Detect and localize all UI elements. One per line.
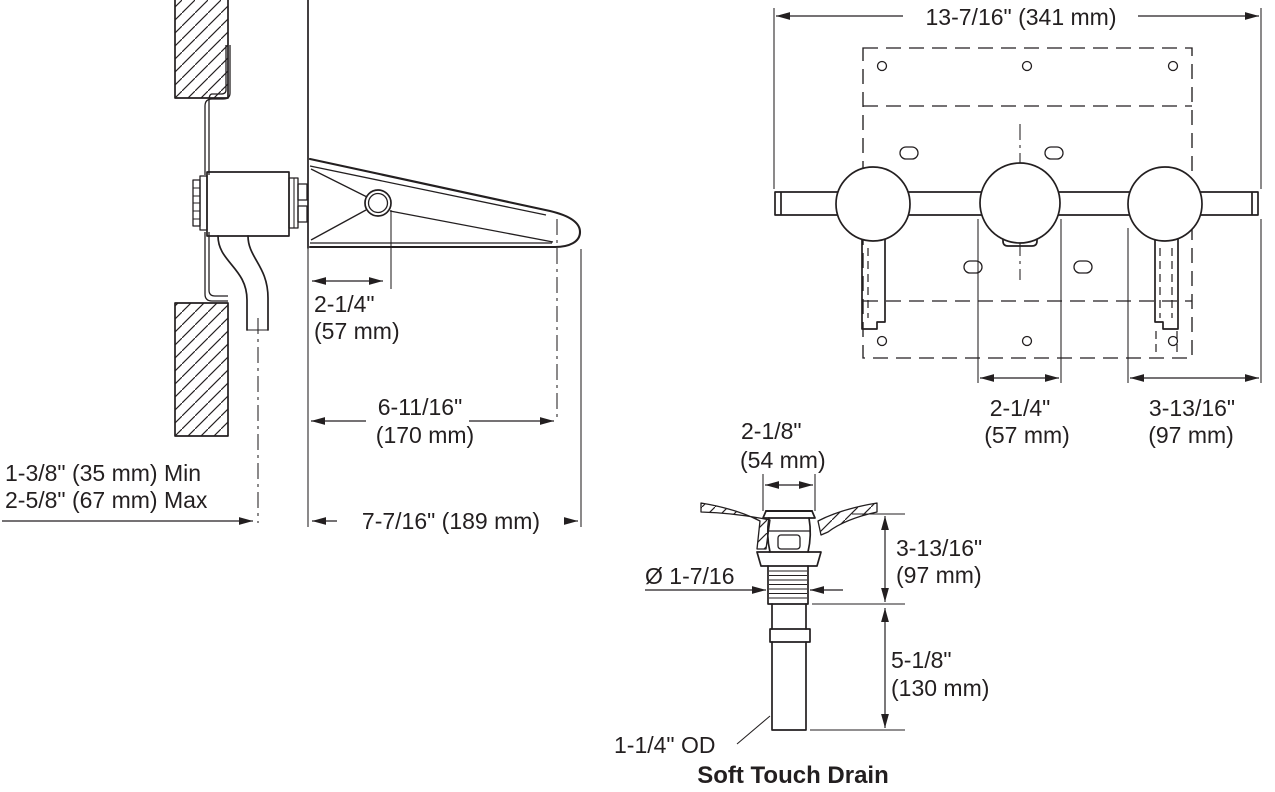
dim-overall-width-label: 13-7/16" (341 mm) [926,4,1117,30]
mounting-holes [876,60,1179,347]
handle-circles [835,162,1203,244]
dim-body-height-mm-label: (97 mm) [896,562,982,588]
center-handle [979,162,1061,244]
drain-view-drawing: 2-1/8" (54 mm) [614,418,989,789]
dim-overall-reach-label: 7-7/16" (189 mm) [362,508,540,534]
dim-body-height: 3-13/16" (97 mm) [812,513,982,605]
drain-threads [767,565,809,605]
dim-hole-diameter-label: Ø 1-7/16 [645,563,735,589]
dim-tail-length: 5-1/8" (130 mm) [810,608,989,731]
dim-spout-setback-mm-label: (57 mm) [314,318,400,344]
dim-flange-width: 2-1/8" (54 mm) [740,418,826,511]
dim-spout-reach: 6-11/16" (170 mm) [311,394,554,448]
dim-flange-in-label: 2-1/8" [741,418,802,444]
dim-body-height-in-label: 3-13/16" [896,535,982,561]
dim-spout-hole-mm-label: (57 mm) [984,422,1070,448]
dim-overall-reach: 7-7/16" (189 mm) [312,508,578,534]
sink-section [700,502,878,550]
valve-body [192,171,308,237]
right-handle [1127,166,1203,242]
dim-handle-offset: 3-13/16" (97 mm) [1127,228,1259,448]
dim-spout-hole-in-label: 2-1/4" [990,395,1051,421]
dim-spout-hole: 2-1/4" (57 mm) [977,219,1070,448]
dim-tail-length-in-label: 5-1/8" [891,647,952,673]
dim-spout-reach-in-label: 6-11/16" [378,394,462,420]
spout-mount-hole [364,189,392,217]
wall-stud-lower [174,302,229,437]
dim-wall-thickness: 1-3/8" (35 mm) Min 2-5/8" (67 mm) Max [2,460,253,525]
dim-tail-length-mm-label: (130 mm) [891,675,989,701]
dim-handle-offset-in-label: 3-13/16" [1149,395,1235,421]
tailpiece-od-callout: 1-1/4" OD [614,715,771,758]
wall-thickness-max-label: 2-5/8" (67 mm) Max [5,487,208,513]
right-valve-tube [1154,229,1179,357]
left-valve-tube [861,229,886,330]
side-view-drawing: 2-1/4" (57 mm) 6-11/16" (170 mm) 7-7/16"… [2,0,582,534]
mounting-bracket [204,45,231,302]
spout-profile [308,157,582,249]
dim-flange-mm-label: (54 mm) [740,447,826,473]
front-view-drawing: 13-7/16" (341 mm) [773,4,1262,448]
dim-hole-diameter: Ø 1-7/16 [645,563,843,594]
dim-overall-width: 13-7/16" (341 mm) [773,4,1262,383]
drain-stopper [756,509,822,567]
tailpiece-od-label: 1-1/4" OD [614,732,715,758]
drain-caption: Soft Touch Drain [697,762,889,789]
left-handle [835,166,911,242]
wall-stud-upper [174,0,229,99]
dim-spout-reach-mm-label: (170 mm) [376,422,474,448]
drain-tailpiece [769,603,811,731]
wall-thickness-min-label: 1-3/8" (35 mm) Min [5,460,201,486]
mounting-slots [899,146,1093,274]
dim-handle-offset-mm-label: (97 mm) [1148,422,1234,448]
dim-spout-setback-in-label: 2-1/4" [314,291,375,317]
dim-spout-setback: 2-1/4" (57 mm) [312,277,400,344]
